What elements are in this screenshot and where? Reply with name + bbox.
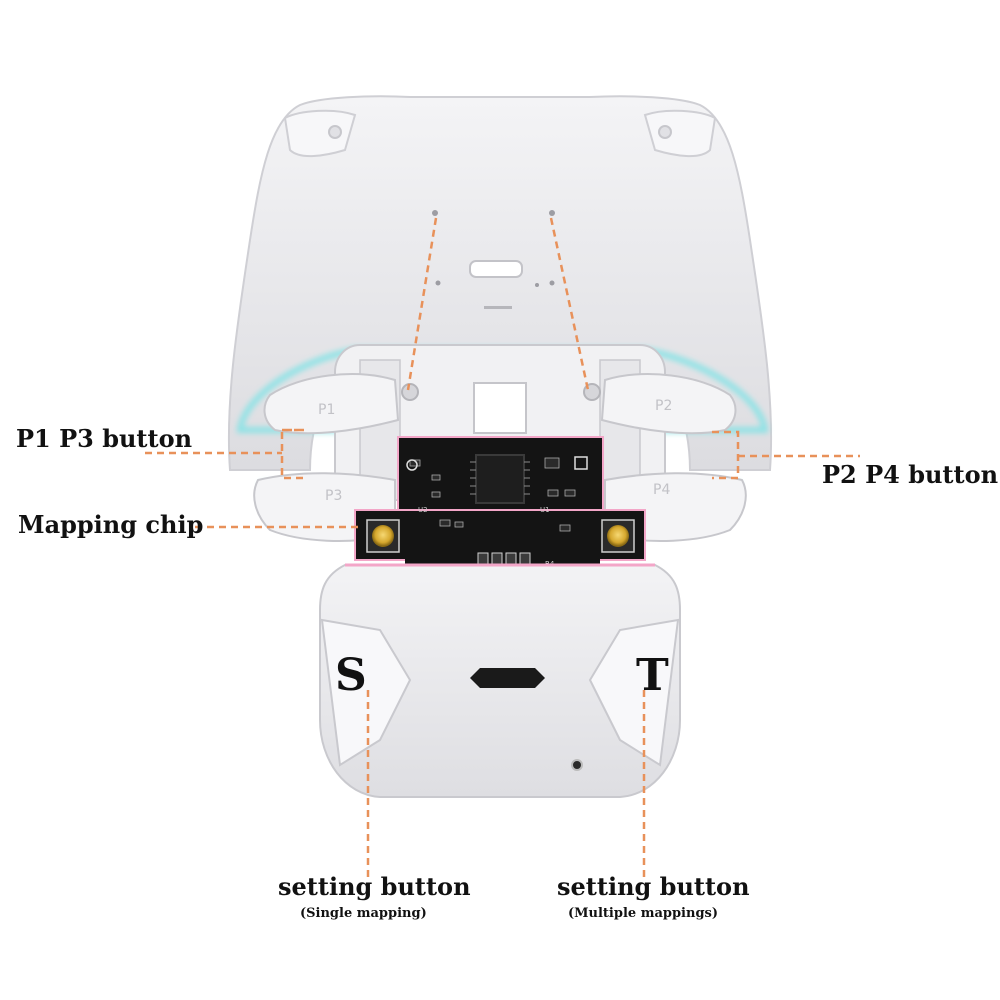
paddle-p2-label: P2 [655, 398, 672, 414]
label-setting-s-title: setting button [278, 872, 471, 901]
paddle-p1: P1 [263, 373, 400, 435]
paddle-p4-label: P4 [653, 482, 670, 498]
module-pinhole [571, 759, 583, 771]
paddle-p1-label: P1 [318, 402, 335, 418]
module-letter-s: S [335, 650, 367, 701]
setting-module: S T [319, 563, 681, 798]
label-mapping-chip: Mapping chip [18, 510, 204, 539]
label-setting-t-title: setting button [557, 872, 750, 901]
label-p1-p3-button: P1 P3 button [16, 424, 193, 453]
label-setting-t-sub: (Multiple mappings) [568, 906, 719, 921]
paddle-p3-label: P3 [325, 488, 342, 504]
module-letter-t: T [636, 650, 669, 701]
mapping-chip-pcb: U1 U2 R4 [354, 436, 646, 570]
chip-mark-u2: U2 [418, 506, 428, 514]
paddle-p2: P2 [600, 373, 737, 435]
module-center-slot [470, 668, 545, 688]
gold-tact-button-right [607, 525, 629, 547]
gold-tact-button-left [372, 525, 394, 547]
leader-lines [145, 217, 860, 880]
label-p2-p4-button: P2 P4 button [822, 460, 999, 489]
main-ic [475, 454, 525, 504]
chip-mark-u1: U1 [540, 506, 550, 514]
label-setting-s-sub: (Single mapping) [300, 906, 427, 921]
controller-shell [227, 95, 773, 471]
